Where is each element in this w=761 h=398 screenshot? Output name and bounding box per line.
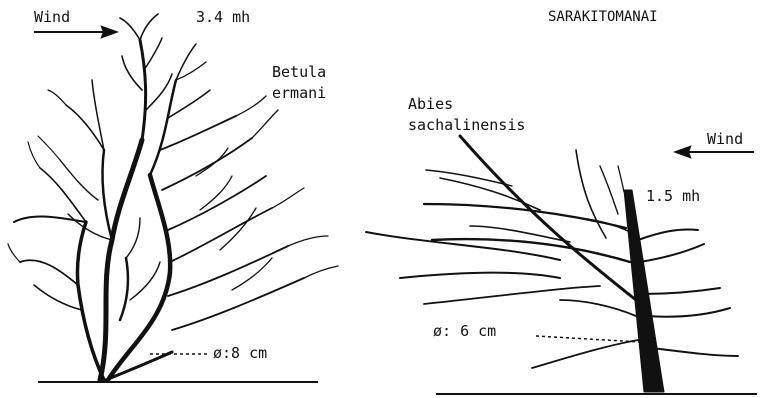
fir-diameter-label: ø: 6 cm	[433, 324, 496, 339]
birch-species-label: Betula ermani	[272, 62, 326, 104]
wind-label-right: Wind	[707, 132, 743, 147]
fir-epithet: sachalinensis	[408, 115, 525, 136]
fir-tree	[366, 136, 738, 392]
fir-genus: Abies	[408, 94, 525, 115]
wind-arrow-left	[34, 27, 116, 37]
fir-height-label: 1.5 mh	[646, 189, 700, 204]
fir-species-label: Abies sachalinensis	[408, 94, 525, 136]
birch-epithet: ermani	[272, 83, 326, 104]
birch-height-label: 3.4 mh	[196, 10, 250, 25]
site-title: SARAKITOMANAI	[548, 10, 658, 24]
birch-diameter-label: ø:8 cm	[213, 346, 267, 361]
wind-label-left: Wind	[34, 10, 70, 25]
diameter-leader-right	[536, 336, 640, 342]
birch-genus: Betula	[272, 62, 326, 83]
wind-arrow-right	[676, 147, 754, 157]
